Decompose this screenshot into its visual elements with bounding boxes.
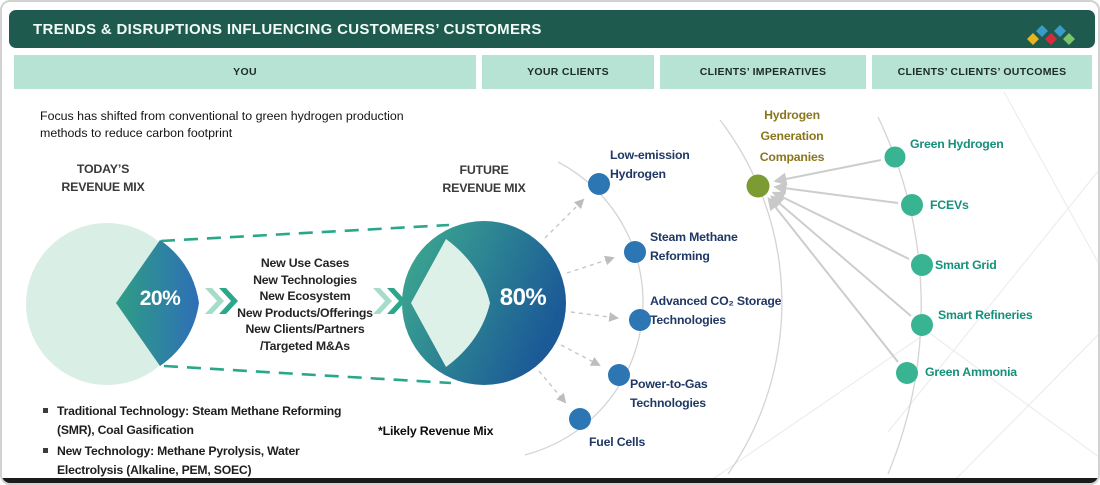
logo-diamond-red <box>1045 33 1057 45</box>
chevron-light-icon <box>373 288 392 314</box>
hub-connector-arrows <box>767 159 912 363</box>
tab-clients-imperatives-label: CLIENTS’ IMPERATIVES <box>699 66 827 78</box>
square-bullet-icon <box>43 448 48 453</box>
tab-clients-clients-outcomes: CLIENTS’ CLIENTS’ OUTCOMES <box>872 55 1092 89</box>
node-fuel-cells <box>569 408 591 430</box>
todays-revenue-label: TODAY’S REVENUE MIX <box>40 161 166 196</box>
driver-item: /Targeted M&As <box>260 338 350 353</box>
future-revenue-label-line2: REVENUE MIX <box>442 180 526 195</box>
label-green-hydrogen: Green Hydrogen <box>910 137 1004 151</box>
label-fcevs: FCEVs <box>930 198 969 212</box>
tab-you: YOU <box>14 55 476 89</box>
growth-drivers-list: New Use Cases New Technologies New Ecosy… <box>205 255 405 354</box>
tab-you-label: YOU <box>233 66 257 78</box>
legend-item-text: Traditional Technology: Steam Methane Re… <box>57 404 342 437</box>
todays-revenue-label-line1: TODAY’S <box>76 162 130 176</box>
node-smart-refineries <box>911 314 933 336</box>
label-line: Technologies <box>650 312 726 327</box>
label-line: Power-to-Gas <box>630 377 708 391</box>
label-low-emission-hydrogen: Low-emission Hydrogen <box>610 146 690 183</box>
square-bullet-icon <box>43 408 48 413</box>
technology-legend: Traditional Technology: Steam Methane Re… <box>42 402 342 482</box>
tab-your-clients-label: YOUR CLIENTS <box>527 66 609 78</box>
arc-hub <box>719 119 783 475</box>
label-line: Reforming <box>650 248 710 263</box>
label-green-ammonia: Green Ammonia <box>925 365 1017 379</box>
logo-diamond-blue-1 <box>1036 25 1048 37</box>
label-smart-grid: Smart Grid <box>935 258 997 272</box>
label-line: Hydrogen <box>764 108 820 122</box>
logo-diamond-yellow <box>1027 33 1039 45</box>
chevron-light-icon <box>205 288 224 314</box>
label-power-to-gas: Power-to-Gas Technologies <box>630 375 708 412</box>
todays-share-kite <box>116 240 199 366</box>
node-fcevs <box>901 194 923 216</box>
outcome-nodes <box>884 146 933 384</box>
todays-share-value: 20% <box>139 287 181 310</box>
node-green-ammonia <box>896 362 918 384</box>
label-line: Advanced CO₂ Storage <box>650 294 782 308</box>
label-line: Technologies <box>630 395 706 410</box>
driver-item: New Products/Offerings <box>237 305 373 320</box>
tab-clients-clients-outcomes-label: CLIENTS’ CLIENTS’ OUTCOMES <box>897 66 1067 78</box>
label-advanced-co2-storage: Advanced CO₂ Storage Technologies <box>650 292 781 329</box>
expansion-cone-dashes <box>160 223 452 385</box>
label-line: Fuel Cells <box>589 435 646 449</box>
node-advanced-co2-storage <box>629 309 651 331</box>
future-share-kite <box>411 239 490 367</box>
label-smart-refineries: Smart Refineries <box>938 308 1033 322</box>
page-title: TRENDS & DISRUPTIONS INFLUENCING CUSTOME… <box>33 20 542 38</box>
background-mesh-lines <box>705 91 1098 483</box>
arc-outcomes <box>877 116 922 475</box>
label-line: Hydrogen <box>610 166 666 181</box>
title-bar: TRENDS & DISRUPTIONS INFLUENCING CUSTOME… <box>9 10 1095 48</box>
likely-revenue-footnote: *Likely Revenue Mix <box>378 424 494 438</box>
node-smart-grid <box>911 254 933 276</box>
driver-item: New Clients/Partners <box>245 322 365 336</box>
client-technology-nodes <box>569 173 651 430</box>
driver-item: New Ecosystem <box>259 289 351 303</box>
node-power-to-gas <box>608 364 630 386</box>
todays-revenue-label-line2: REVENUE MIX <box>61 179 145 194</box>
tab-your-clients: YOUR CLIENTS <box>482 55 654 89</box>
node-low-emission-hydrogen <box>588 173 610 195</box>
label-line: Generation <box>760 129 824 143</box>
node-hydrogen-generation-companies <box>746 174 770 198</box>
focus-note: Focus has shifted from conventional to g… <box>40 109 404 140</box>
node-green-hydrogen <box>884 146 906 168</box>
bottom-edge-bar <box>2 478 1098 483</box>
label-line: Steam Methane <box>650 230 738 244</box>
label-steam-methane-reforming: Steam Methane Reforming <box>650 228 738 265</box>
legend-item-text: New Technology: Methane Pyrolysis, Water… <box>57 444 300 477</box>
tech-connector-arrows <box>538 198 619 404</box>
label-line: Low-emission <box>610 148 690 162</box>
driver-item: New Technologies <box>253 272 357 287</box>
future-share-value: 80% <box>499 284 547 311</box>
legend-item-traditional: Traditional Technology: Steam Methane Re… <box>42 402 342 439</box>
logo-diamond-blue-2 <box>1054 25 1066 37</box>
chevron-arrows-left <box>205 288 238 314</box>
driver-item: New Use Cases <box>260 256 350 270</box>
node-steam-methane-reforming <box>624 241 646 263</box>
logo-diamond-green <box>1063 33 1075 45</box>
future-revenue-label: FUTURE REVENUE MIX <box>421 162 547 197</box>
brand-logo-icon <box>1027 25 1075 45</box>
legend-item-new: New Technology: Methane Pyrolysis, Water… <box>42 442 342 479</box>
future-revenue-label-line1: FUTURE <box>459 163 509 177</box>
tab-clients-imperatives: CLIENTS’ IMPERATIVES <box>660 55 866 89</box>
chevron-dark-icon <box>219 288 238 314</box>
label-fuel-cells: Fuel Cells <box>589 433 645 452</box>
label-hydrogen-generation-companies: Hydrogen Generation Companies <box>740 105 844 168</box>
label-line: Companies <box>759 150 825 164</box>
